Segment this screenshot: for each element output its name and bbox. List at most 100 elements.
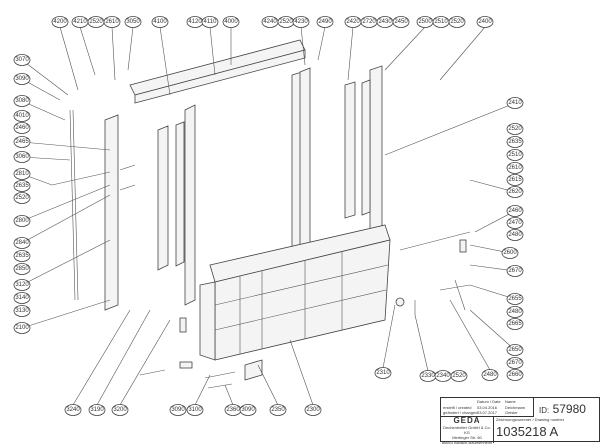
part-number: 4100 — [153, 19, 167, 25]
part-label-4110: 4110 — [201, 16, 219, 28]
label-bubble — [13, 54, 31, 66]
part-label-2520: 2520 — [450, 370, 468, 382]
part-number: 3120 — [15, 282, 29, 288]
part-number: 4010 — [15, 113, 29, 119]
part-number: 2310 — [376, 370, 390, 376]
label-bubble — [239, 404, 257, 416]
part-label-3140: 3140 — [13, 292, 31, 304]
part-number: 2610 — [105, 19, 119, 25]
part-label-2520: 2520 — [506, 123, 524, 135]
label-bubble — [13, 250, 31, 262]
part-label-3050: 3050 — [124, 16, 142, 28]
created-label: erstellt / created — [443, 405, 472, 410]
label-bubble — [13, 279, 31, 291]
label-bubble — [13, 95, 31, 107]
part-label-3060: 3060 — [13, 151, 31, 163]
label-bubble — [506, 318, 524, 330]
part-label-3190: 3190 — [88, 404, 106, 416]
label-bubble — [13, 136, 31, 148]
part-number: 3100 — [188, 407, 202, 413]
part-number: 3240 — [66, 407, 80, 413]
part-label-2350: 2350 — [269, 404, 287, 416]
part-number: 2430 — [378, 19, 392, 25]
part-number: 3130 — [15, 308, 29, 314]
label-bubble — [222, 16, 240, 28]
label-bubble — [13, 292, 31, 304]
label-bubble — [13, 215, 31, 227]
part-number: 2410 — [508, 100, 522, 106]
part-label-2420: 2420 — [344, 16, 362, 28]
label-bubble — [13, 151, 31, 163]
part-number: 3200 — [113, 407, 127, 413]
part-label-2480: 2480 — [481, 369, 499, 381]
label-bubble — [506, 162, 524, 174]
part-label-2310: 2310 — [374, 367, 392, 379]
part-label-2410: 2410 — [506, 97, 524, 109]
part-number: 2460 — [15, 125, 29, 131]
part-number: 2470 — [508, 220, 522, 226]
part-number: 2400 — [478, 19, 492, 25]
part-label-2615: 2615 — [506, 174, 524, 186]
part-label-2610: 2610 — [506, 162, 524, 174]
part-number: 3090 — [241, 407, 255, 413]
part-label-2670: 2670 — [506, 265, 524, 277]
label-bubble — [506, 293, 524, 305]
part-number: 4230 — [294, 19, 308, 25]
label-bubble — [476, 16, 494, 28]
part-number: 2520 — [450, 19, 464, 25]
part-label-2100: 2100 — [13, 322, 31, 334]
part-label-2520: 2520 — [277, 16, 295, 28]
label-bubble — [506, 97, 524, 109]
part-label-2635: 2635 — [13, 180, 31, 192]
label-bubble — [111, 404, 129, 416]
part-number: 2520 — [89, 19, 103, 25]
label-bubble — [506, 149, 524, 161]
part-label-2465: 2465 — [13, 136, 31, 148]
label-bubble — [450, 370, 468, 382]
changed-name: Geisler — [505, 410, 518, 415]
name-header: Name — [505, 399, 516, 404]
part-label-2520: 2520 — [448, 16, 466, 28]
part-label-4100: 4100 — [151, 16, 169, 28]
part-label-3090: 3090 — [169, 404, 187, 416]
label-bubble — [13, 73, 31, 85]
part-number: 3080 — [15, 98, 29, 104]
part-number: 2650 — [508, 347, 522, 353]
part-number: 2480 — [508, 309, 522, 315]
part-number: 2615 — [508, 177, 522, 183]
part-number: 4110 — [204, 19, 218, 25]
label-bubble — [13, 122, 31, 134]
part-label-3200: 3200 — [111, 404, 129, 416]
part-number: 4120 — [188, 19, 202, 25]
part-label-4120: 4120 — [186, 16, 204, 28]
part-label-2330: 2330 — [419, 370, 437, 382]
label-bubble — [506, 123, 524, 135]
part-label-2840: 2840 — [13, 237, 31, 249]
part-label-2610: 2610 — [103, 16, 121, 28]
part-label-2340: 2340 — [434, 370, 452, 382]
label-bubble — [501, 247, 519, 259]
company-city: 86663 Asbach-Bäumenheim — [441, 440, 493, 445]
label-bubble — [292, 16, 310, 28]
part-number: 2490 — [318, 19, 332, 25]
part-number: 2480 — [483, 372, 497, 378]
part-label-2655: 2655 — [506, 293, 524, 305]
part-number: 2520 — [508, 126, 522, 132]
part-label-2480: 2480 — [506, 229, 524, 241]
part-label-2650: 2650 — [506, 344, 524, 356]
part-label-4000: 4000 — [222, 16, 240, 28]
part-label-2660: 2660 — [506, 369, 524, 381]
created-name: Deichmann — [505, 405, 526, 410]
part-label-4010: 4010 — [13, 110, 31, 122]
label-bubble — [506, 344, 524, 356]
part-number: 2810 — [15, 171, 29, 177]
label-bubble — [186, 404, 204, 416]
label-bubble — [506, 357, 524, 369]
part-number: 3140 — [15, 295, 29, 301]
part-label-2450: 2450 — [392, 16, 410, 28]
changed-label: geändert / changed — [443, 410, 478, 415]
label-bubble — [304, 404, 322, 416]
part-label-2500: 2500 — [416, 16, 434, 28]
company-street: Mertinger Str. 60 — [452, 435, 482, 440]
